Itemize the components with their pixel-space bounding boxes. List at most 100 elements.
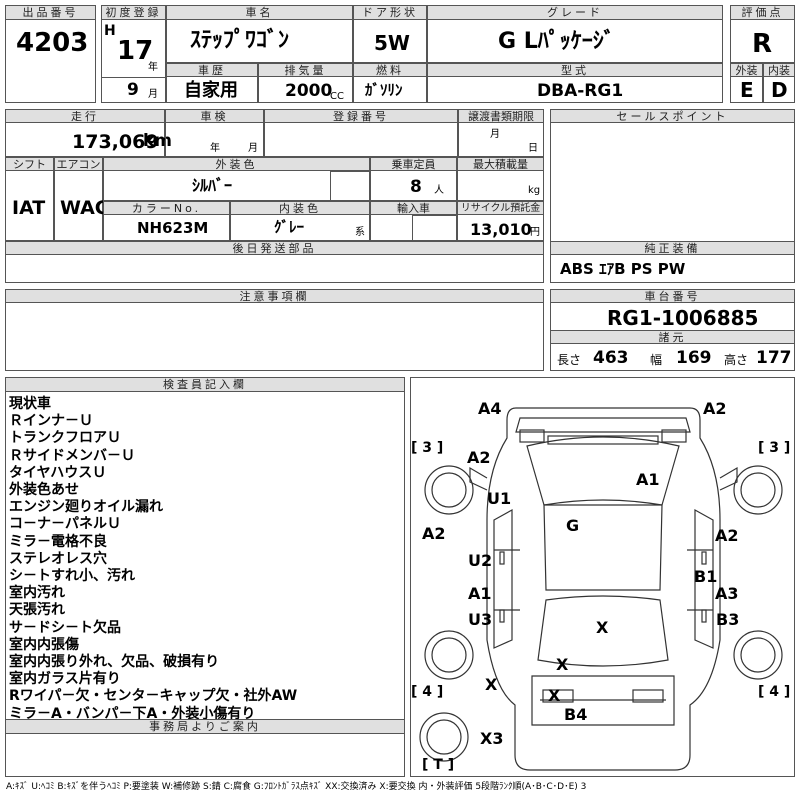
lot-number: 4203: [16, 28, 89, 58]
history-header: 車歴: [166, 63, 258, 77]
recycle-header: リサイクル預託金: [457, 201, 544, 215]
ac-header: エアコン: [54, 157, 103, 171]
tire-spare: [ T ]: [422, 757, 455, 773]
note-line: エンジン廻りオイル漏れ: [9, 499, 163, 516]
import-sub-divider: [412, 215, 457, 241]
displacement: 2000: [285, 81, 333, 101]
mark-x3: X3: [480, 729, 504, 748]
note-line: Ｒインナ－Ｕ: [9, 413, 93, 430]
ext-color-header: 外装色: [103, 157, 370, 171]
door-header: ドア形状: [353, 5, 427, 20]
note-line: 室内ガラス片有り: [9, 671, 121, 688]
note-line: 室内内張り外れ、欠品、破損有り: [9, 654, 220, 671]
legend: A:ｷｽﾞ U:ﾍｺﾐ B:ｷｽﾞを伴うﾍｺﾐ P:要塗装 W:補修跡 S:錆 …: [6, 782, 587, 792]
payload-header: 最大積載量: [457, 157, 544, 171]
transfer-day-unit: 日: [528, 143, 538, 154]
height: 177: [756, 348, 792, 368]
mileage-header: 走行: [5, 109, 165, 123]
payload-unit: kg: [528, 185, 541, 196]
chassis-header: 車台番号: [550, 289, 795, 303]
later-parts-header: 後日発送部品: [5, 241, 544, 255]
mark-a2-left-front: A2: [467, 448, 491, 467]
ext-color-sub-divider: [330, 171, 370, 201]
note-line: トランクフロアＵ: [9, 430, 121, 447]
mark-a2-top-right: A2: [703, 399, 727, 418]
car-diagram-cell: [410, 377, 795, 777]
transfer-deadline-header: 譲渡書類期限: [458, 109, 544, 123]
mark-x-roof: X: [596, 618, 609, 637]
tire-rear-left: [ 4 ]: [411, 684, 444, 700]
exterior-grade-header: 外装: [730, 63, 763, 77]
int-color: ｸﾞﾚｰ: [274, 218, 305, 236]
note-line: タイヤハウスＵ: [9, 464, 107, 481]
mileage: 173,069: [72, 131, 159, 153]
displacement-unit: CC: [330, 91, 344, 102]
capacity-header: 乗車定員: [370, 157, 457, 171]
grade: G Lﾊﾟｯｹｰｼﾞ: [498, 29, 615, 54]
mark-a4: A4: [478, 399, 502, 418]
door-type: 5W: [374, 31, 410, 55]
tire-front-right: [ 3 ]: [758, 440, 791, 456]
int-color-header: 内装色: [230, 201, 370, 215]
chassis-number: RG1-1006885: [607, 306, 759, 330]
model-header: 型式: [427, 63, 723, 77]
year-unit: 年: [148, 62, 158, 73]
score: R: [752, 29, 773, 59]
mileage-unit: km: [143, 131, 173, 151]
score-header: 評価点: [730, 5, 795, 20]
car-name: ｽﾃｯﾌﾟﾜｺﾞﾝ: [190, 28, 290, 53]
mark-x-tailgate: X: [548, 686, 561, 705]
color-no-header: カラーNo.: [103, 201, 230, 215]
exterior-grade: E: [740, 78, 754, 102]
grade-header: グレード: [427, 5, 723, 20]
mark-b4: B4: [564, 705, 588, 724]
note-line: 外装色あせ: [9, 482, 79, 499]
note-line: 天張汚れ: [9, 602, 65, 619]
mark-a1-hood: A1: [636, 470, 660, 489]
history: 自家用: [184, 80, 238, 101]
ext-color: ｼﾙﾊﾞｰ: [192, 176, 233, 195]
import-header: 輸入車: [370, 201, 457, 215]
car-name-header: 車名: [166, 5, 353, 20]
tire-front-left: [ 3 ]: [411, 440, 444, 456]
height-label: 高さ: [724, 353, 749, 367]
note-line: 現状車: [9, 396, 51, 412]
mark-x-rear-left: X: [485, 675, 498, 694]
capacity-unit: 人: [434, 185, 444, 196]
recycle-unit: 円: [530, 227, 540, 238]
length: 463: [593, 348, 629, 368]
shift: IAT: [12, 197, 46, 219]
mark-a3: A3: [715, 584, 739, 603]
lot-number-header: 出品番号: [5, 5, 96, 20]
note-line: ステレオレス穴: [9, 550, 107, 567]
inspection-year-unit: 年: [210, 143, 220, 154]
mark-u2: U2: [468, 551, 493, 570]
length-label: 長さ: [557, 353, 582, 367]
sales-point-header: セールスポイント: [550, 109, 795, 123]
model: DBA-RG1: [537, 81, 624, 101]
width-label: 幅: [650, 353, 663, 367]
equipment: ABS ｴｱB PS PW: [560, 260, 686, 278]
note-line: シ－トすれ小、汚れ: [9, 568, 135, 585]
registration-month: 9: [127, 80, 139, 100]
spec-header: 諸元: [550, 330, 795, 344]
note-line: コ－ナ－パネルＵ: [9, 516, 121, 533]
interior-grade-header: 内装: [763, 63, 795, 77]
transfer-month-unit: 月: [490, 129, 500, 140]
mark-g: G: [566, 516, 580, 535]
tire-rear-right: [ 4 ]: [758, 684, 791, 700]
era-mark: H: [104, 23, 116, 39]
month-cell: [101, 77, 166, 103]
color-no: NH623M: [137, 219, 209, 237]
interior-grade: D: [771, 78, 788, 102]
mark-u1: U1: [487, 489, 512, 508]
mark-b3: B3: [716, 610, 740, 629]
note-line: サ－ドシ－ト欠品: [9, 619, 121, 636]
width: 169: [676, 348, 712, 368]
ac: WAC: [60, 197, 109, 219]
note-line: ミラ－A・バンパ－下A・外装小傷有り: [9, 705, 256, 722]
registration-year: 17: [117, 36, 154, 66]
caution-header: 注意事項欄: [5, 289, 544, 303]
fuel: ｶﾞｿﾘﾝ: [365, 81, 403, 99]
